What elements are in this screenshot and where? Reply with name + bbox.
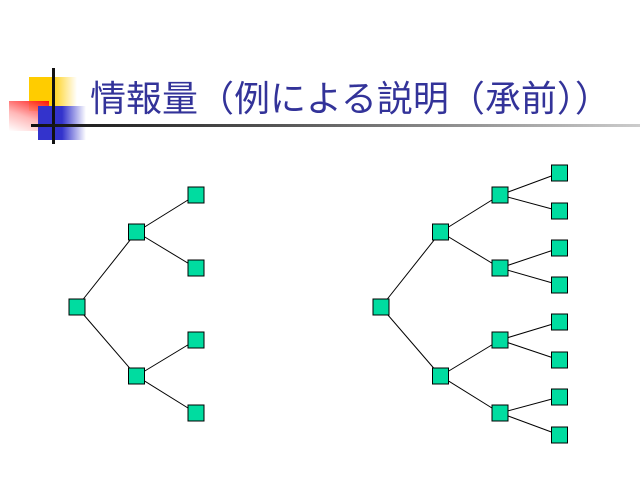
tree-edge xyxy=(136,231,197,269)
logo-vertical-line xyxy=(52,68,55,144)
tree-node xyxy=(551,426,568,444)
tree-edge xyxy=(380,231,441,308)
tree-edge xyxy=(499,321,560,341)
tree-edge xyxy=(380,306,441,377)
tree-node xyxy=(551,202,568,220)
tree-edge xyxy=(499,396,560,414)
tree-node xyxy=(432,367,449,385)
tree-node xyxy=(491,259,509,277)
tree-node xyxy=(551,239,568,257)
tree-edge xyxy=(440,231,501,269)
tree-edge xyxy=(76,231,137,308)
tree-node xyxy=(128,367,145,385)
tree-node xyxy=(551,388,568,406)
tree-node xyxy=(128,223,145,241)
tree-edge xyxy=(136,194,197,233)
tree-node xyxy=(491,186,509,204)
tree-edge xyxy=(499,339,560,361)
tree-edge xyxy=(499,194,560,212)
tree-edge xyxy=(136,375,197,414)
tree-edge xyxy=(136,339,197,377)
tree-edge xyxy=(76,306,137,377)
three-level-tree xyxy=(372,164,568,444)
tree-edge xyxy=(499,172,560,196)
tree-edge xyxy=(499,267,560,286)
tree-node xyxy=(551,313,568,331)
tree-edge xyxy=(440,375,501,414)
tree-node xyxy=(551,276,568,294)
slide-title: 情報量（例による説明（承前）） xyxy=(90,79,611,120)
tree-node xyxy=(187,404,205,422)
tree-node xyxy=(551,164,568,182)
tree-root-node xyxy=(372,298,390,316)
tree-node xyxy=(491,331,509,349)
logo-blue-square xyxy=(38,106,86,140)
tree-node xyxy=(491,404,509,422)
tree-node xyxy=(187,331,205,349)
title-underline xyxy=(31,124,640,127)
tree-root-node xyxy=(68,298,86,316)
tree-edge xyxy=(499,412,560,436)
tree-node xyxy=(432,223,449,241)
tree-node xyxy=(551,351,568,369)
tree-node xyxy=(187,186,205,204)
tree-node xyxy=(187,259,205,277)
tree-edge xyxy=(440,194,501,233)
two-level-tree xyxy=(68,186,205,422)
tree-edge xyxy=(499,247,560,269)
tree-edge xyxy=(440,339,501,377)
